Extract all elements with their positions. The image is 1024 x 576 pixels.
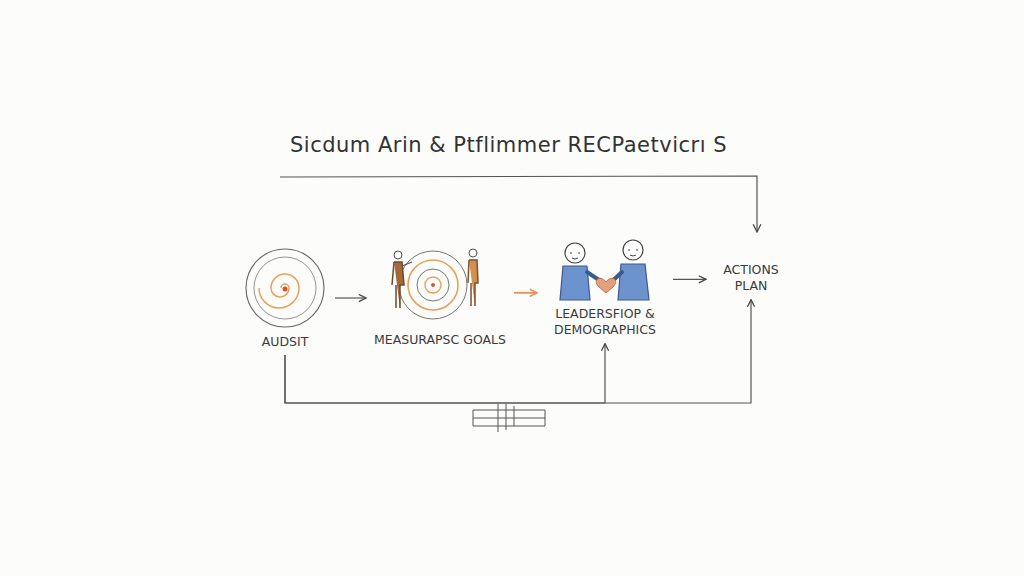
- sketch-stroke: [402, 262, 412, 266]
- handshake-figures: [560, 240, 649, 300]
- sketch-stroke: [570, 253, 580, 259]
- sketch-stroke: [618, 264, 649, 300]
- sketch-stroke: [628, 250, 638, 256]
- flow-arrow: [335, 297, 366, 298]
- sketch-stroke: [417, 269, 449, 301]
- sketch-stroke: [408, 260, 458, 310]
- sketch-stroke: [392, 262, 404, 308]
- sketch-stroke: [283, 287, 288, 292]
- title-rule: [280, 176, 757, 232]
- goals-target: [392, 249, 478, 319]
- step-label: LEADERSFIOP & DEMOGRAPHICS: [545, 306, 665, 337]
- step-node: AUDSIT: [239, 245, 331, 353]
- flow-arrow: [285, 344, 605, 403]
- step-label: MEASURAPSC GOALS: [374, 332, 506, 348]
- sketch-stroke: [468, 260, 478, 306]
- sketch-stroke: [565, 243, 585, 263]
- sketch-stroke: [469, 249, 477, 257]
- sketch-stroke: [623, 240, 643, 260]
- flow-arrow: [285, 300, 751, 403]
- sketch-stroke: [473, 404, 545, 432]
- step-node: MEASURAPSC GOALS: [370, 245, 510, 351]
- diagram-title: Sicdum Arin & Ptflimmer RECPaetvicrı S: [290, 133, 727, 157]
- sketch-stroke: [246, 249, 324, 327]
- step-node: LEADERSFIOP & DEMOGRAPHICS: [541, 238, 669, 341]
- sketch-stroke: [254, 257, 316, 319]
- sketch-stroke: [596, 278, 615, 293]
- small-sketch: [473, 404, 545, 432]
- flow-arrow: [673, 279, 706, 280]
- step-label: AUDSIT: [262, 334, 309, 350]
- audit-target: [246, 249, 324, 327]
- sketch-stroke: [394, 251, 402, 259]
- step-node: ACTIONS PLAN: [710, 262, 792, 297]
- sketch-stroke: [425, 277, 441, 293]
- step-label: ACTIONS PLAN: [714, 262, 788, 293]
- flow-arrow: [514, 292, 537, 294]
- sketch-stroke: [259, 274, 299, 308]
- sketch-stroke: [431, 283, 435, 287]
- sketch-stroke: [399, 251, 467, 319]
